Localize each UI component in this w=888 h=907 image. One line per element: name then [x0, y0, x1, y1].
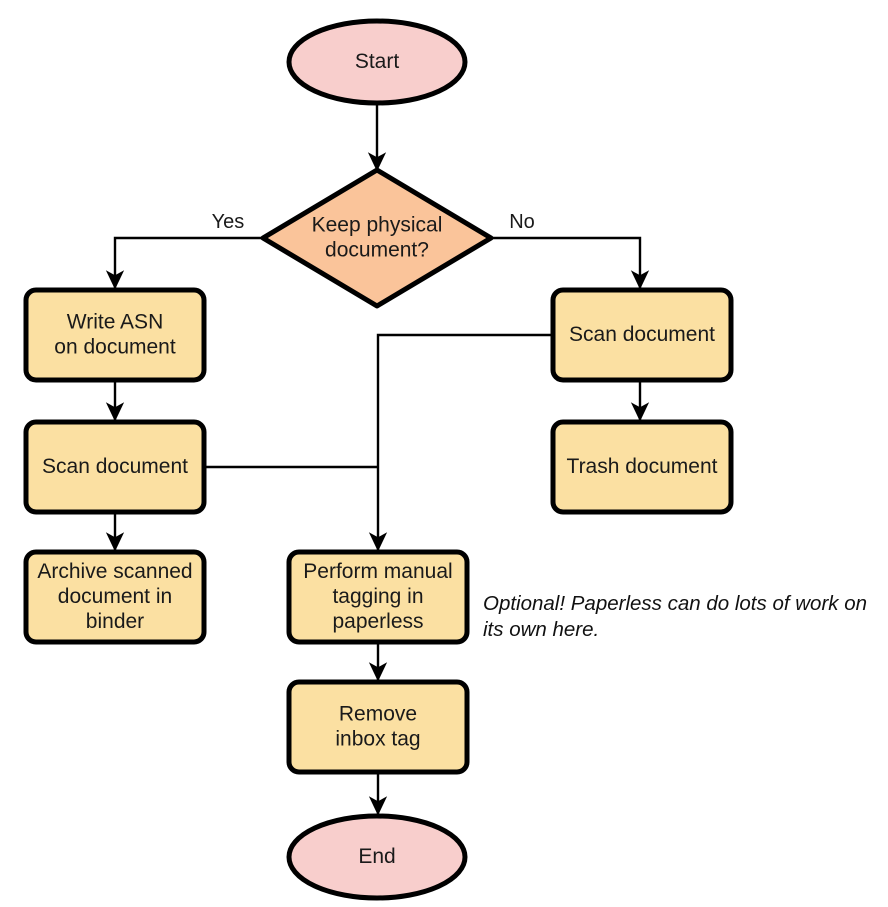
node-label-trash: Trash document — [567, 455, 718, 478]
edge-layer — [105, 103, 650, 816]
edge-scan-right-to-tagging — [368, 333, 553, 552]
node-shape-archive-binder — [23, 549, 207, 645]
node-shape-scan-right — [550, 287, 734, 383]
node-shape-manual-tagging — [286, 549, 470, 645]
node-shape-end — [286, 813, 468, 901]
edge-decision-yes — [105, 236, 263, 290]
node-trash[interactable]: Trash document — [550, 419, 734, 515]
annotation-optional-note: Optional! Paperless can do lots of work … — [483, 592, 867, 641]
node-shape-scan-left — [23, 419, 207, 515]
edge-label-label-yes: Yes — [212, 211, 245, 233]
node-label-end: End — [358, 845, 395, 868]
node-shape-start — [286, 18, 468, 106]
node-label-start: Start — [355, 50, 400, 73]
node-shape-write-asn — [23, 287, 207, 383]
edge-label-label-no: No — [509, 211, 535, 233]
node-scan-left[interactable]: Scan document — [23, 419, 207, 515]
node-start[interactable]: Start — [286, 18, 468, 106]
node-shape-trash — [550, 419, 734, 515]
node-shape-remove-inbox-tag — [286, 679, 470, 775]
node-label-scan-left: Scan document — [42, 455, 188, 478]
node-end[interactable]: End — [286, 813, 468, 901]
annotation-layer: Optional! Paperless can do lots of work … — [483, 592, 867, 641]
edge-decision-no — [491, 236, 650, 290]
node-scan-right[interactable]: Scan document — [550, 287, 734, 383]
edge-label-layer: Yes No — [212, 211, 535, 233]
node-shape-keep-physical — [260, 167, 494, 309]
node-label-scan-right: Scan document — [569, 323, 715, 346]
